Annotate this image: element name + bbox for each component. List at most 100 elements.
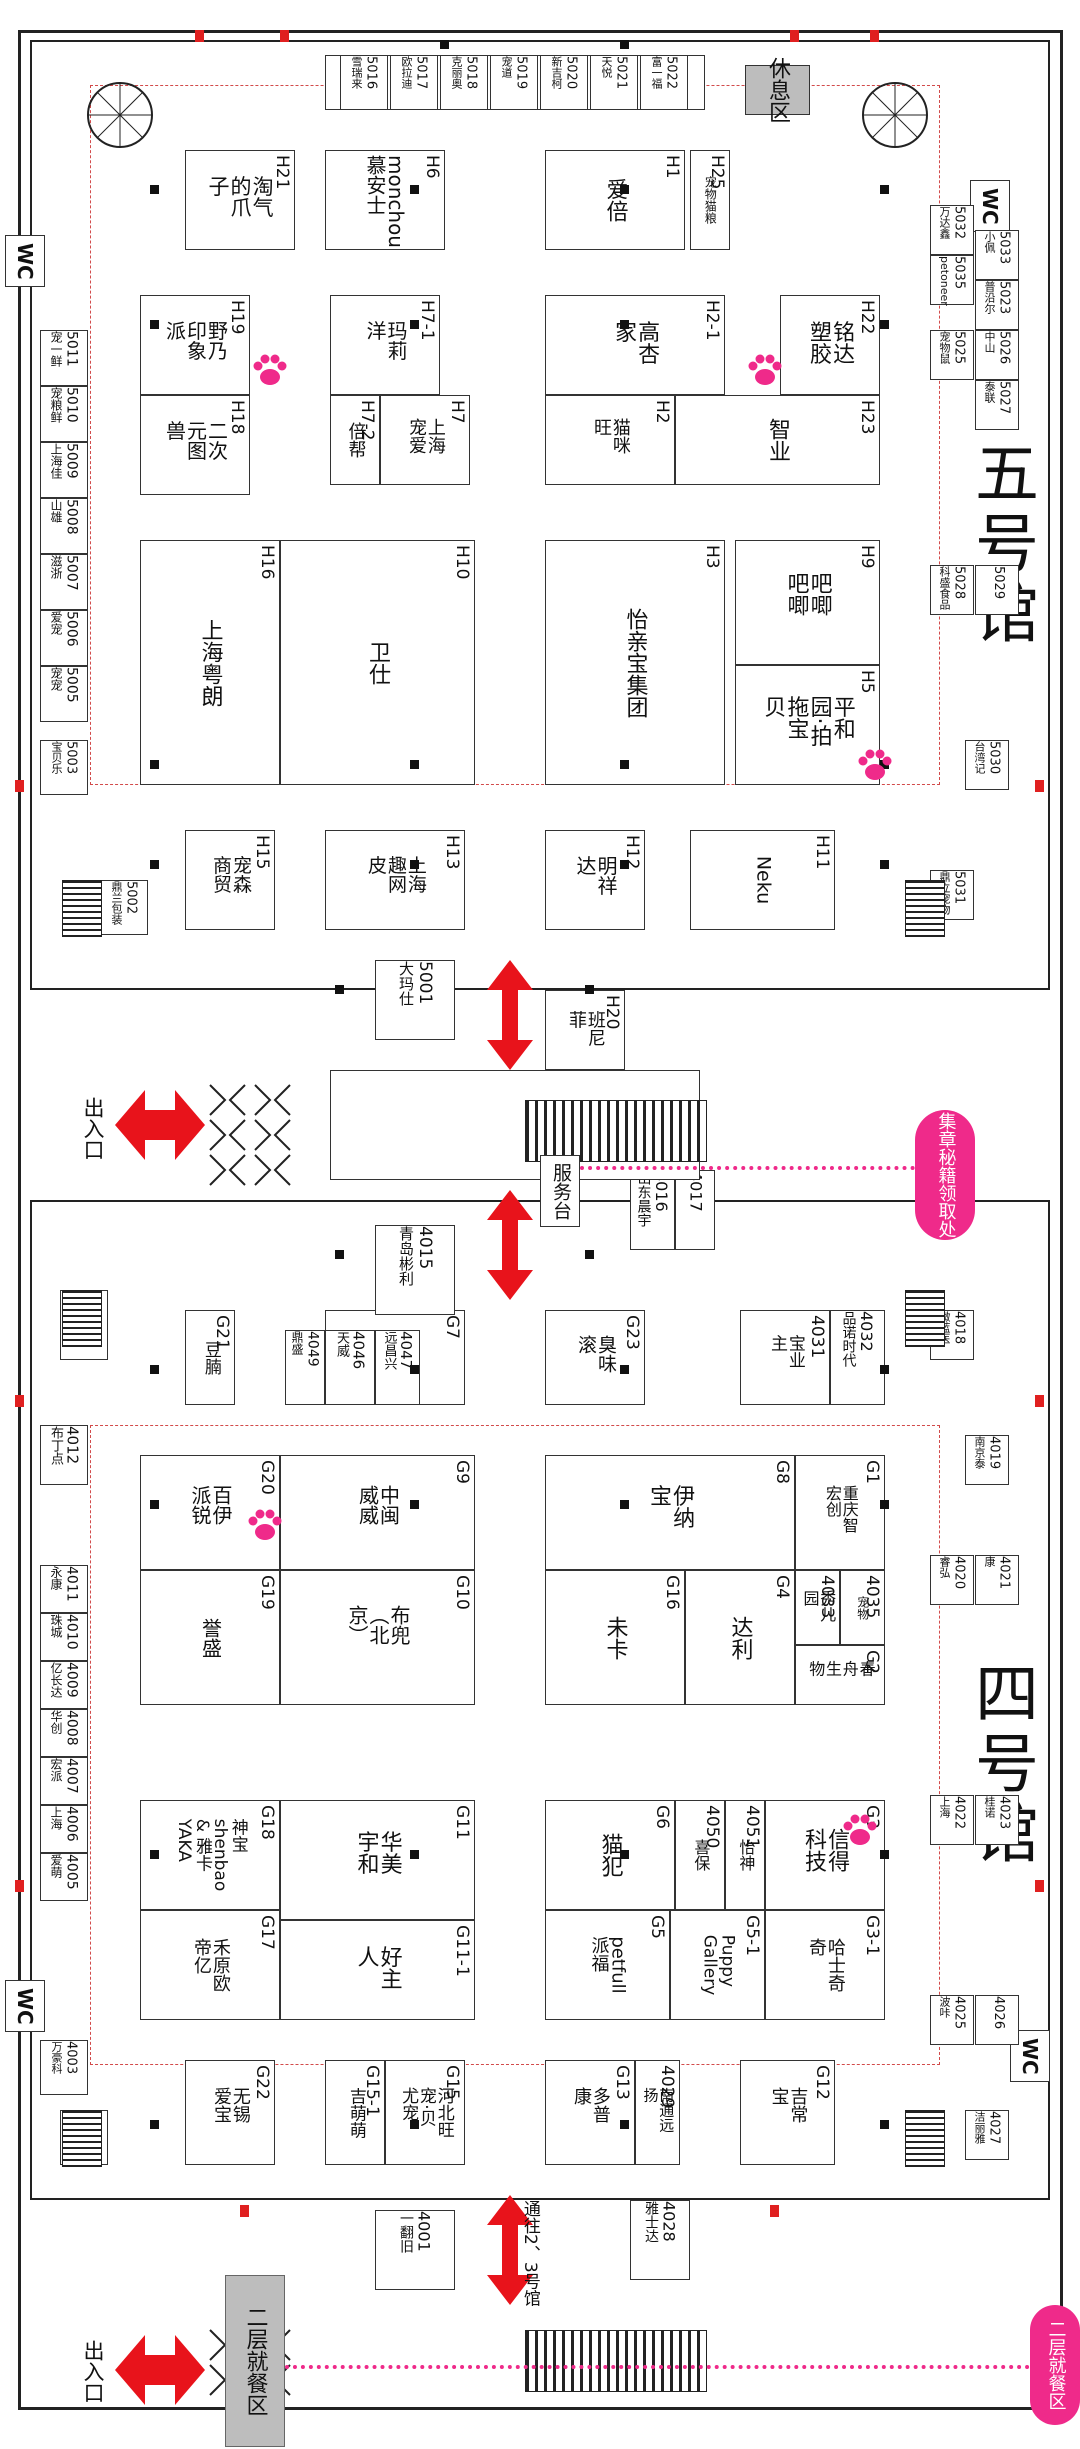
booth-4017[interactable]: 4017 bbox=[675, 1170, 715, 1250]
wc-icon[interactable]: WC bbox=[970, 180, 1010, 232]
wc-icon[interactable]: WC bbox=[5, 1980, 45, 2032]
dining-area-block[interactable]: 二层就餐区 bbox=[225, 2275, 285, 2447]
wc-icon[interactable]: WC bbox=[5, 235, 45, 287]
right5-booth-5029[interactable]: 5029 bbox=[975, 565, 1019, 615]
stamp-collection-pill[interactable]: 集章秘籍领取处 bbox=[915, 1110, 975, 1240]
rest-area[interactable]: 休息区 bbox=[745, 57, 810, 123]
dining-pill[interactable]: 二层就餐区 bbox=[1030, 2305, 1080, 2425]
service-desk[interactable]: 服务台 bbox=[540, 1155, 580, 1227]
